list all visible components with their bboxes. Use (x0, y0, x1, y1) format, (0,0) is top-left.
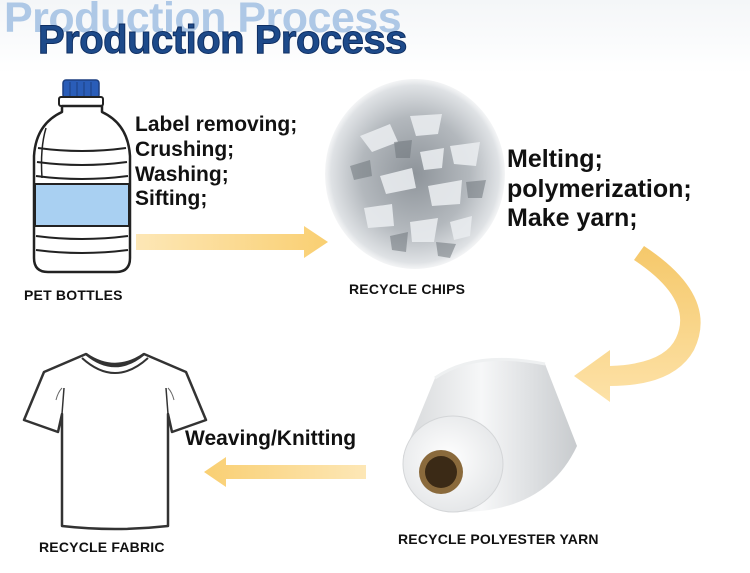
arrow-left-icon (202, 456, 368, 488)
process-step-label-removing: Label removing; (135, 113, 297, 138)
caption-recycle-chips: RECYCLE CHIPS (349, 281, 465, 297)
caption-recycle-fabric: RECYCLE FABRIC (39, 539, 165, 555)
process-step-polymerization: polymerization; (507, 175, 692, 205)
page-title: Production Process (38, 18, 407, 63)
tshirt-illustration (20, 348, 210, 534)
process-step-crushing: Crushing; (135, 138, 297, 163)
process-step-melting: Melting; (507, 145, 692, 175)
yarn-process-steps: Weaving/Knitting (185, 427, 356, 452)
process-step-weaving-knitting: Weaving/Knitting (185, 427, 356, 452)
process-step-sifting: Sifting; (135, 187, 297, 212)
pet-bottle-illustration (26, 78, 138, 276)
process-step-make-yarn: Make yarn; (507, 204, 692, 234)
caption-recycle-polyester-yarn: RECYCLE POLYESTER YARN (398, 531, 599, 547)
curved-arrow-icon (570, 238, 720, 410)
recycle-chips-image (320, 76, 510, 272)
caption-pet-bottles: PET BOTTLES (24, 287, 123, 303)
process-step-washing: Washing; (135, 163, 297, 188)
arrow-right-icon (136, 224, 330, 260)
bottle-process-steps: Label removing; Crushing; Washing; Sifti… (135, 113, 297, 212)
polyester-yarn-cone-image (395, 336, 585, 524)
chip-process-steps: Melting; polymerization; Make yarn; (507, 145, 692, 234)
